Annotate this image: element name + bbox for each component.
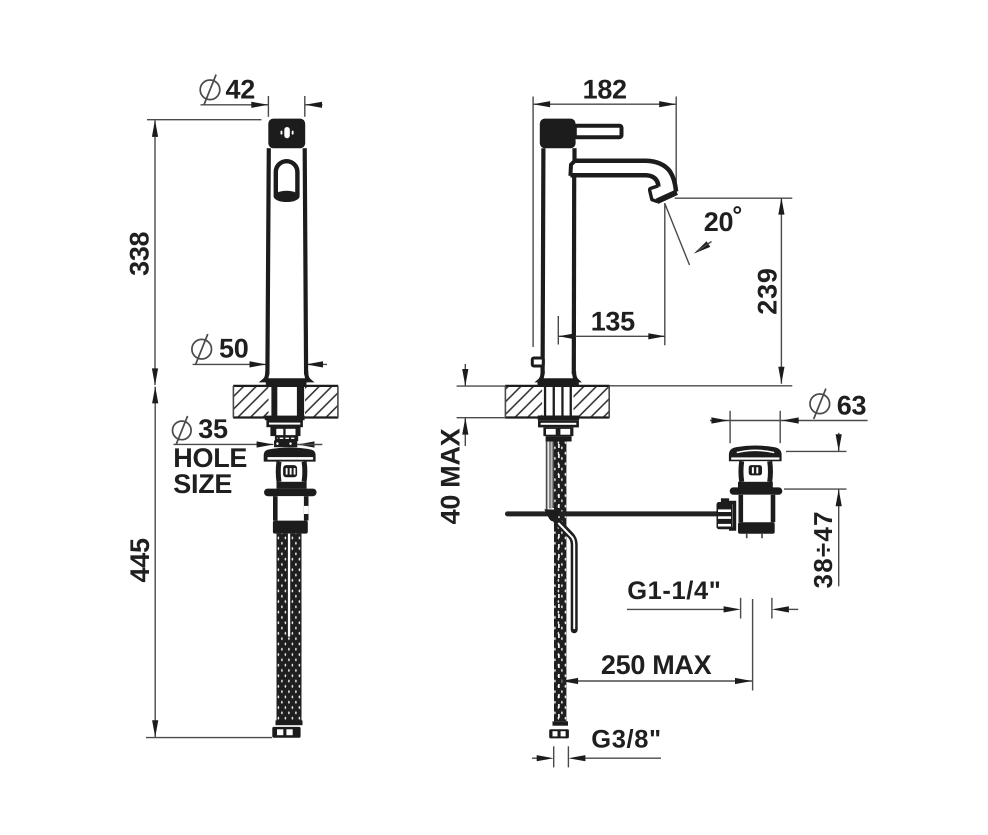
svg-text:63: 63 [837, 391, 867, 421]
svg-text:35: 35 [198, 414, 228, 444]
svg-text:239: 239 [752, 267, 782, 314]
svg-text:G3/8": G3/8" [591, 725, 661, 753]
svg-text:G1-1/4": G1-1/4" [627, 577, 721, 605]
svg-text:38÷47: 38÷47 [808, 510, 838, 588]
svg-text:42: 42 [226, 74, 255, 104]
svg-text:445: 445 [125, 538, 155, 582]
svg-text:40 MAX: 40 MAX [436, 428, 466, 524]
svg-text:250 MAX: 250 MAX [601, 650, 712, 680]
svg-text:SIZE: SIZE [173, 469, 232, 499]
svg-text:50: 50 [219, 334, 248, 364]
svg-text:135: 135 [591, 306, 635, 336]
svg-text:20: 20 [704, 207, 733, 237]
svg-text:182: 182 [583, 74, 627, 104]
svg-text:338: 338 [125, 231, 155, 275]
